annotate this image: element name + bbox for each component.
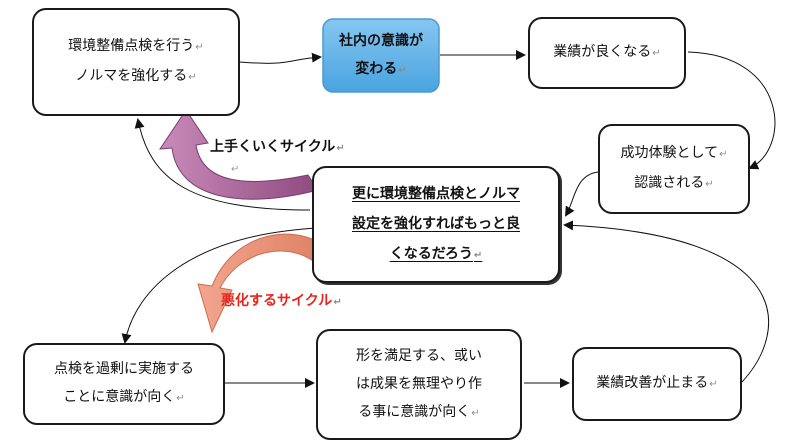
node-inspection-norm: 環境整備点検を行う↵ ノルマを強化する↵ (32, 8, 240, 116)
node-over-awareness-line-2: ことに意識が向く↵ (63, 389, 185, 405)
node-further-strengthen-line-3: くなるだろう↵ (389, 245, 483, 262)
arrow-stall-to-further (563, 220, 769, 383)
node-performance-up-line-1: 業績が良くなる↵ (553, 44, 661, 60)
arrow-success-to-further (564, 171, 599, 217)
node-further-strengthen: 更に環境整備点検とノルマ 設定を強化すればもっと良 くなるだろう↵ (312, 166, 560, 283)
node-over-awareness-line-1: 点検を過剰に実施する (54, 361, 194, 377)
node-inspection-norm-line-1: 環境整備点検を行う↵ (68, 38, 204, 54)
arrow-further-to-inspection (134, 118, 311, 211)
node-performance-up: 業績が良くなる↵ (528, 17, 686, 89)
node-form-over-substance-line-1: 形を満足する、或い (356, 347, 482, 364)
arrow-performance-to-success (687, 51, 776, 170)
arrow-inspection-to-awareness (239, 52, 322, 64)
awareness-box-fill (322, 18, 440, 93)
return-glyph: ↵ (231, 164, 239, 175)
node-performance-stall: 業績改善が止まる↵ (572, 347, 742, 421)
bad-cycle-label: 悪化するサイクル↵ (221, 293, 342, 309)
node-success-recognized: 成功体験として↵ 認識される↵ (598, 124, 750, 214)
node-over-awareness: 点検を過剰に実施する ことに意識が向く↵ (23, 343, 225, 425)
node-awareness-change-line-2: 変わる↵ (355, 60, 407, 77)
node-form-over-substance: 形を満足する、或い は成果を無理やり作 る事に意識が向く↵ (316, 329, 522, 440)
node-performance-stall-line-1: 業績改善が止まる↵ (596, 375, 718, 391)
node-success-recognized-line-2: 認識される↵ (634, 175, 714, 191)
node-form-over-substance-line-2: は成果を無理やり作 (356, 375, 482, 392)
node-further-strengthen-line-2: 設定を強化すればもっと良 (352, 215, 520, 232)
node-awareness-change-line-1: 社内の意識が (339, 32, 423, 49)
good-cycle-label: 上手くいくサイクル↵ (210, 139, 345, 155)
bad-cycle-arrow (197, 233, 349, 334)
node-success-recognized-line-1: 成功体験として↵ (620, 145, 728, 161)
node-inspection-norm-line-2: ノルマを強化する↵ (75, 68, 197, 84)
node-further-strengthen-line-1: 更に環境整備点検とノルマ (352, 185, 520, 202)
node-awareness-change: 社内の意識が 変わる↵ (323, 19, 439, 92)
arrow-further-to-over-awareness (121, 227, 319, 344)
node-form-over-substance-line-3: る事に意識が向く↵ (358, 403, 480, 420)
